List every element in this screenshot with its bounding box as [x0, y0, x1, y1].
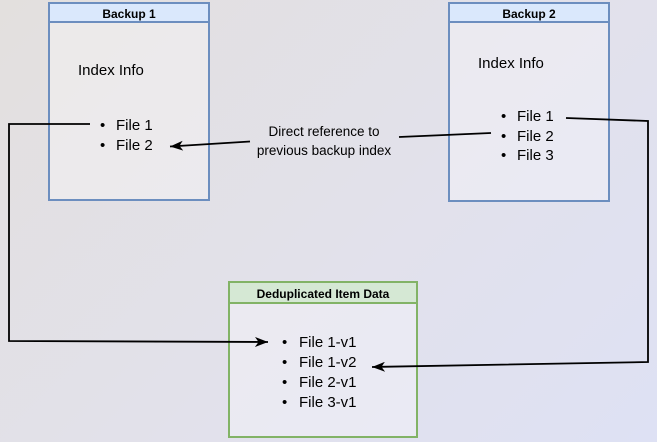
- backup1-file-list: File 1 File 2: [100, 116, 153, 156]
- backup2-index-info-label: Index Info: [478, 55, 544, 72]
- list-item: File 1: [501, 107, 554, 127]
- dedup-title: Deduplicated Item Data: [228, 281, 418, 304]
- list-item: File 1: [100, 116, 153, 136]
- backup2-file-list: File 1 File 2 File 3: [501, 107, 554, 166]
- backup1-title: Backup 1: [48, 2, 210, 23]
- dedup-node: Deduplicated Item Data File 1-v1 File 1-…: [228, 281, 418, 438]
- list-item: File 3: [501, 146, 554, 166]
- backup2-node: Backup 2 Index Info File 1 File 2 File 3: [448, 2, 610, 202]
- list-item: File 1-v1: [282, 333, 357, 353]
- backup1-index-info-label: Index Info: [78, 62, 144, 79]
- dedup-file-list: File 1-v1 File 1-v2 File 2-v1 File 3-v1: [282, 333, 357, 413]
- backup2-title: Backup 2: [448, 2, 610, 23]
- list-item: File 2: [501, 127, 554, 147]
- list-item: File 3-v1: [282, 393, 357, 413]
- list-item: File 2-v1: [282, 373, 357, 393]
- annotation-line-1: Direct reference to: [268, 124, 380, 139]
- annotation-line-2: previous backup index: [256, 142, 392, 158]
- list-item: File 1-v2: [282, 353, 357, 373]
- list-item: File 2: [100, 136, 153, 156]
- backup1-node: Backup 1 Index Info File 1 File 2: [48, 2, 210, 201]
- direct-reference-annotation: Direct reference to previous backup inde…: [235, 123, 413, 160]
